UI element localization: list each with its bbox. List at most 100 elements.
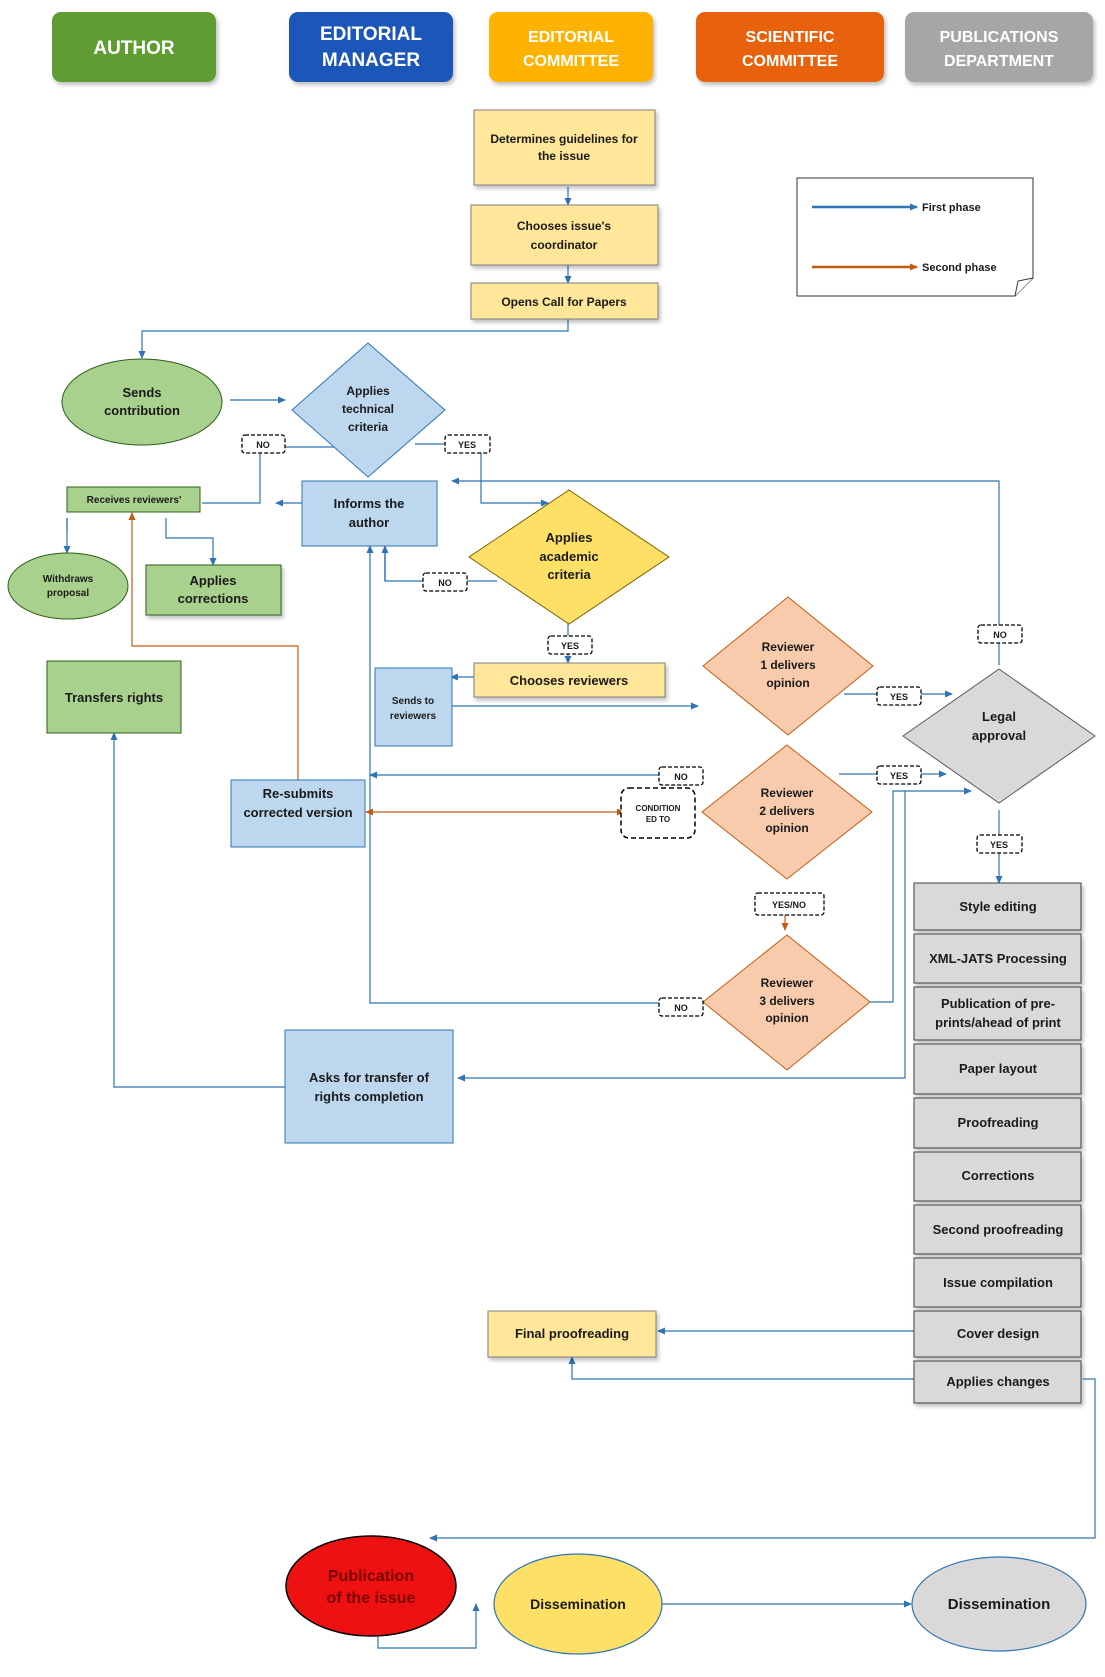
node-transfers-rights: Transfers rights [46,660,182,734]
lane-header-publications-department: PUBLICATIONS DEPARTMENT [905,12,1093,82]
label-yes-legal: YES [976,834,1023,854]
svg-text:Final proofreading: Final proofreading [515,1326,629,1341]
svg-text:Legal: Legal [982,709,1016,724]
svg-text:Receives reviewers': Receives reviewers' [87,495,182,506]
svg-text:EDITORIAL: EDITORIAL [320,24,422,45]
svg-text:contribution: contribution [104,403,180,418]
svg-text:YES: YES [890,692,908,702]
svg-text:MANAGER: MANAGER [322,50,420,71]
svg-text:Applies: Applies [346,384,390,398]
lane-header-editorial-committee: EDITORIAL COMMITTEE [489,12,653,82]
svg-text:prints/ahead of print: prints/ahead of print [935,1015,1061,1030]
node-chooses-coordinator: Chooses issue's coordinator [470,204,659,266]
decision-reviewer-3: Reviewer 3 delivers opinion [702,934,871,1071]
svg-text:technical: technical [342,402,394,416]
svg-text:Style editing: Style editing [959,899,1036,914]
svg-text:Sends: Sends [122,385,161,400]
svg-text:NO: NO [438,578,452,588]
svg-text:3 delivers: 3 delivers [759,994,815,1008]
svg-text:Sends to: Sends to [392,696,434,707]
node-sends-to-reviewers: Sends to reviewers [374,667,453,747]
node-final-proofreading: Final proofreading [487,1310,657,1358]
legend-first-phase-label: First phase [922,202,981,214]
svg-text:opinion: opinion [765,821,808,835]
label-yes-no-reviewer-2: YES/NO [754,892,825,916]
svg-text:Chooses issue's: Chooses issue's [517,219,612,233]
label-yes-reviewer-2: YES [876,765,922,785]
node-dissemination-editorial: Dissemination [493,1553,663,1655]
label-no-reviewer-2: NO [658,766,704,786]
svg-text:1 delivers: 1 delivers [760,658,816,672]
svg-text:Second proofreading: Second proofreading [933,1222,1064,1237]
svg-text:coordinator: coordinator [531,238,598,252]
svg-text:Publication: Publication [328,1568,414,1585]
svg-text:NO: NO [674,1003,688,1013]
decision-reviewer-1: Reviewer 1 delivers opinion [702,596,874,736]
svg-text:YES: YES [990,840,1008,850]
svg-text:Determines guidelines for: Determines guidelines for [490,132,638,146]
lane-author-label: AUTHOR [93,38,175,59]
svg-text:Applies: Applies [190,573,237,588]
pub-step-style-editing: Style editing [913,882,1082,931]
svg-text:YES: YES [890,771,908,781]
decision-reviewer-2: Reviewer 2 delivers opinion [701,744,873,880]
publications-steps: Style editing XML-JATS Processing Public… [913,882,1082,1404]
svg-text:ED TO: ED TO [646,815,670,824]
svg-text:Corrections: Corrections [962,1168,1035,1183]
svg-text:COMMITTEE: COMMITTEE [742,53,838,70]
svg-text:academic: academic [539,549,598,564]
node-publication-of-issue: Publication of the issue [285,1535,457,1637]
label-no-reviewer-3: NO [658,997,704,1017]
svg-text:Transfers rights: Transfers rights [65,690,163,705]
svg-text:Dissemination: Dissemination [948,1596,1051,1613]
svg-text:of the issue: of the issue [327,1590,416,1607]
svg-text:CONDITION: CONDITION [636,804,681,813]
svg-text:Reviewer: Reviewer [762,640,815,654]
svg-text:Reviewer: Reviewer [761,976,814,990]
node-dissemination-publications: Dissemination [911,1556,1087,1652]
lane-header-scientific-committee: SCIENTIFIC COMMITTEE [696,12,884,82]
legend: First phase Second phase [796,177,1034,297]
label-no-academic: NO [422,572,468,592]
svg-text:corrected version: corrected version [243,805,352,820]
decision-technical-criteria: Applies technical criteria [291,342,446,478]
svg-text:PUBLICATIONS: PUBLICATIONS [940,29,1059,46]
lane-header-editorial-manager: EDITORIAL MANAGER [289,12,453,82]
label-no-technical: NO [241,434,286,454]
pub-step-xml-jats: XML-JATS Processing [913,933,1082,984]
node-determines-guidelines: Determines guidelines for the issue [473,109,656,186]
svg-text:EDITORIAL: EDITORIAL [528,29,614,46]
svg-text:Publication of pre-: Publication of pre- [941,996,1055,1011]
label-yes-academic: YES [547,635,593,655]
svg-text:Cover design: Cover design [957,1326,1039,1341]
svg-text:Dissemination: Dissemination [530,1596,626,1612]
svg-text:Issue compilation: Issue compilation [943,1275,1053,1290]
node-receives-reviewers: Receives reviewers' [66,486,201,513]
svg-text:DEPARTMENT: DEPARTMENT [944,53,1054,70]
pub-step-preprints: Publication of pre- prints/ahead of prin… [913,986,1082,1041]
svg-text:opinion: opinion [765,1011,808,1025]
svg-text:corrections: corrections [178,591,249,606]
svg-text:criteria: criteria [547,567,591,582]
svg-text:rights completion: rights completion [314,1089,423,1104]
label-yes-reviewer-1: YES [876,686,922,706]
svg-text:reviewers: reviewers [390,711,437,722]
legend-second-phase-label: Second phase [922,262,997,274]
decision-academic-criteria: Applies academic criteria [468,489,670,625]
svg-text:Proofreading: Proofreading [958,1115,1039,1130]
svg-text:Reviewer: Reviewer [761,786,814,800]
svg-text:Paper layout: Paper layout [959,1061,1038,1076]
svg-text:Chooses reviewers: Chooses reviewers [510,673,629,688]
pub-step-corrections: Corrections [913,1151,1082,1202]
node-withdraws-proposal: Withdraws proposal [7,552,129,620]
svg-text:NO: NO [674,772,688,782]
lane-header-author: AUTHOR [52,12,216,82]
svg-text:SCIENTIFIC: SCIENTIFIC [746,29,835,46]
svg-text:opinion: opinion [766,676,809,690]
pub-step-paper-layout: Paper layout [913,1043,1082,1095]
node-chooses-reviewers: Chooses reviewers [473,662,666,698]
svg-text:Applies changes: Applies changes [946,1374,1049,1389]
svg-text:proposal: proposal [47,588,89,599]
svg-text:YES: YES [458,440,476,450]
